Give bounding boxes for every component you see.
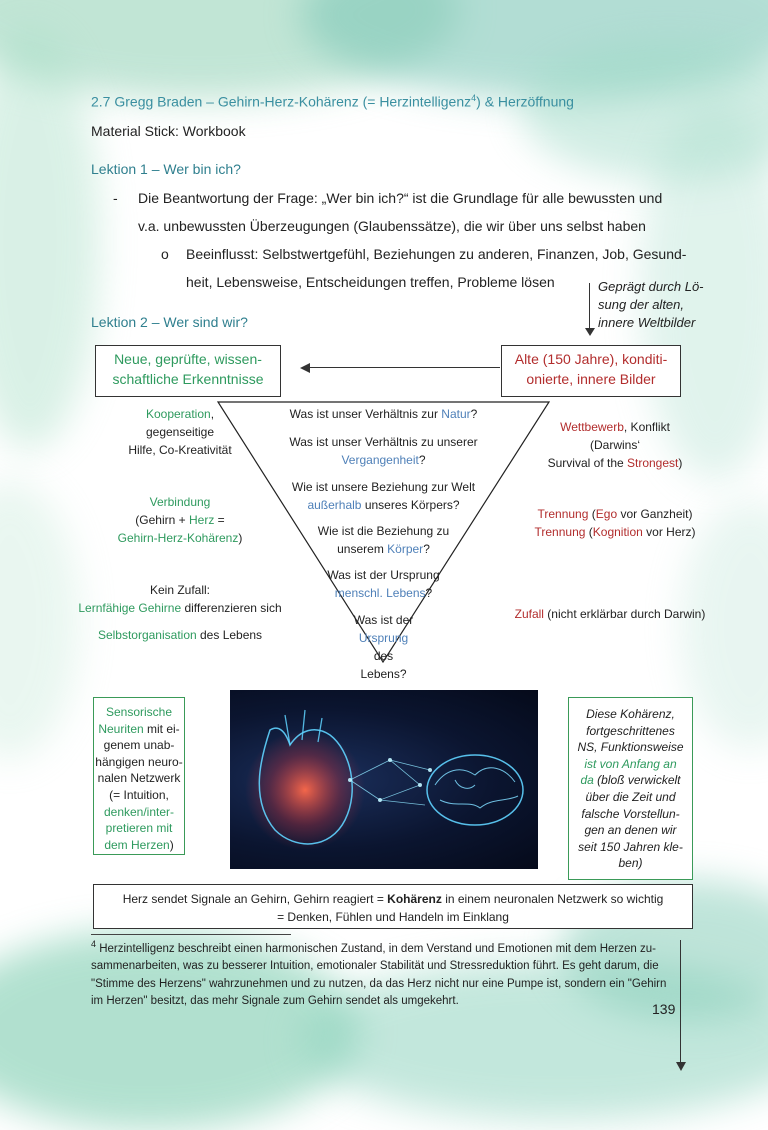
- box-new-findings: Neue, geprüfte, wissen- schaftliche Erke…: [95, 345, 281, 397]
- left-arrow-icon: [300, 363, 310, 373]
- section-heading: 2.7 Gregg Braden – Gehirn-Herz-Kohärenz …: [91, 93, 574, 110]
- right-competition: Wettbewerb, Konflikt (Darwins‘ Survival …: [547, 420, 683, 470]
- box-old-images: Alte (150 Jahre), konditi- onierte, inne…: [501, 345, 681, 397]
- right-separation: Trennung (Ego vor Ganzheit) Trennung (Ko…: [534, 507, 696, 539]
- down-arrow-icon: [585, 328, 595, 336]
- lesson1-title: Lektion 1 – Wer bin ich?: [91, 161, 241, 177]
- heading-text: 2.7 Gregg Braden – Gehirn-Herz-Kohärenz …: [91, 93, 472, 110]
- bottom-arrow-line: [680, 940, 681, 1064]
- left-self-organisation: Selbstorganisation des Lebens: [97, 628, 263, 642]
- footnote: 4 Herzintelligenz beschreibt einen harmo…: [91, 939, 667, 1008]
- material-label: Material Stick: [91, 123, 176, 139]
- lesson1-sub-line1: Beeinflusst: Selbstwertgefühl, Beziehung…: [186, 246, 687, 262]
- question-nature: Was ist unser Verhältnis zur Natur?: [289, 407, 478, 421]
- box-new-line: schaftliche Erkenntnisse: [112, 371, 264, 387]
- lesson2-title: Lektion 2 – Wer sind wir?: [91, 314, 248, 330]
- question-past: Was ist unser Verhältnis zu unserer Verg…: [289, 435, 478, 467]
- side-note-arrow-line: [589, 283, 590, 331]
- side-note-line: innere Weltbilder: [598, 315, 696, 330]
- footnote-ref: 4: [471, 93, 477, 103]
- side-note: Geprägt durch Lö- sung der alten, innere…: [598, 278, 704, 332]
- heart-brain-image: [230, 690, 538, 869]
- left-no-chance: Kein Zufall: Lernfähige Gehirne differen…: [78, 583, 282, 615]
- side-note-line: sung der alten,: [598, 297, 685, 312]
- heart-brain-illustration: [245, 709, 524, 850]
- coherence-box: Diese Kohärenz, fortgeschrittenes NS, Fu…: [568, 697, 693, 880]
- box-new-line: Neue, geprüfte, wissen-: [114, 351, 262, 367]
- question-human-origin: Was ist der Ursprung menschl. Lebens?: [327, 568, 440, 600]
- left-cooperation: Kooperation, gegenseitige Hilfe, Co-Krea…: [128, 407, 232, 457]
- material-value: : Workbook: [175, 123, 246, 139]
- sub-bullet-marker: o: [161, 246, 169, 262]
- box-old-line: Alte (150 Jahre), konditi-: [514, 351, 668, 367]
- question-world: Wie ist unsere Beziehung zur Welt außerh…: [291, 480, 476, 512]
- heading-tail: ) & Herzöffnung: [476, 93, 574, 110]
- sensory-neurites-box: Sensorische Neuriten mit ei- genem unab-…: [93, 697, 185, 855]
- left-arrow-line: [310, 367, 500, 368]
- side-note-line: Geprägt durch Lö-: [598, 279, 704, 294]
- question-body: Wie ist die Beziehung zu unserem Körper?: [317, 524, 450, 556]
- lesson1-bullet-line2: v.a. unbewussten Überzeugungen (Glaubens…: [138, 218, 646, 234]
- lesson1-sub-line2: heit, Lebensweise, Entscheidungen treffe…: [186, 274, 555, 290]
- lesson1-bullet-line1: Die Beantwortung der Frage: „Wer bin ich…: [138, 190, 663, 206]
- material-line: Material Stick: Workbook: [91, 123, 246, 139]
- inverted-triangle: [216, 401, 551, 664]
- right-chance: Zufall (nicht erklärbar durch Darwin): [514, 607, 706, 621]
- footnote-divider: [91, 934, 291, 935]
- page-number: 139: [652, 1001, 676, 1017]
- down-arrow-icon: [676, 1062, 686, 1071]
- left-connection: Verbindung (Gehirn + Herz = Gehirn-Herz-…: [117, 495, 243, 545]
- coherence-summary-box: Herz sendet Signale an Gehirn, Gehirn re…: [93, 884, 693, 929]
- bullet-dash: -: [113, 190, 118, 206]
- box-old-line: onierte, innere Bilder: [526, 371, 656, 387]
- question-life-origin: Was ist der Ursprung des Lebens?: [353, 613, 414, 681]
